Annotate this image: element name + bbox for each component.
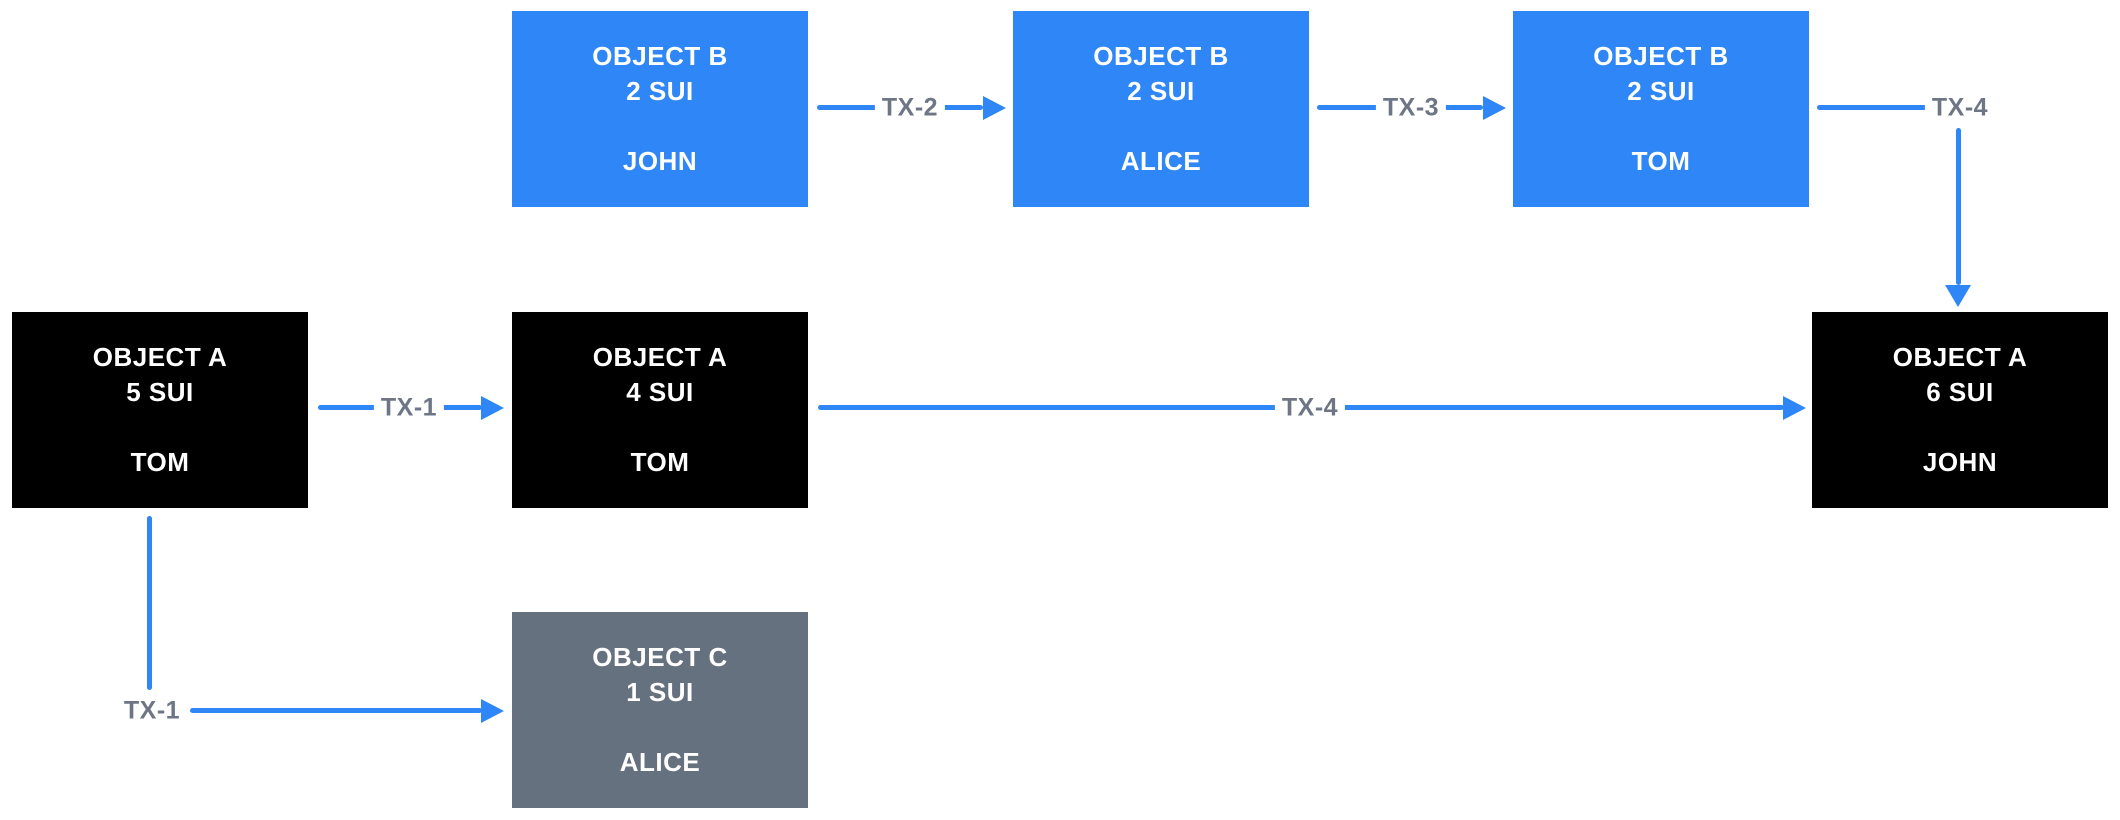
object-amount: 2 SUI	[626, 76, 694, 106]
tx4-label: TX-4	[1274, 392, 1346, 424]
tx4-merge-arrow-vline	[1956, 128, 1961, 285]
object-owner: TOM	[630, 447, 690, 477]
tx4-merge-label: TX-4	[1924, 92, 1996, 124]
tx1-split-arrow-vline	[147, 516, 152, 690]
tx4-merge-arrow-line	[1817, 105, 1937, 110]
object-box-a-4-tom: OBJECT A 4 SUI TOM	[512, 312, 808, 508]
tx1-split-label: TX-1	[116, 695, 188, 727]
object-title: OBJECT B	[1093, 41, 1229, 71]
object-owner: ALICE	[1120, 146, 1202, 176]
object-amount: 6 SUI	[1926, 377, 1994, 407]
object-title: OBJECT A	[92, 342, 228, 372]
object-title: OBJECT C	[592, 642, 728, 672]
object-title: OBJECT B	[592, 41, 728, 71]
object-box-a-6-john: OBJECT A 6 SUI JOHN	[1812, 312, 2108, 508]
object-title: OBJECT A	[1892, 342, 2028, 372]
object-amount: 1 SUI	[626, 677, 694, 707]
tx1-split-arrow-line	[190, 708, 482, 713]
object-title: OBJECT B	[1593, 41, 1729, 71]
tx4-arrowhead-icon	[1783, 396, 1806, 420]
object-box-b-tom: OBJECT B 2 SUI TOM	[1513, 11, 1809, 207]
tx3-arrowhead-icon	[1483, 96, 1506, 120]
tx2-arrowhead-icon	[983, 96, 1006, 120]
tx3-label: TX-3	[1375, 92, 1447, 124]
object-box-c-alice: OBJECT C 1 SUI ALICE	[512, 612, 808, 808]
object-amount: 2 SUI	[1627, 76, 1695, 106]
tx1-arrowhead-icon	[481, 396, 504, 420]
object-owner: JOHN	[1922, 447, 1998, 477]
object-owner: TOM	[130, 447, 190, 477]
object-box-a-5-tom: OBJECT A 5 SUI TOM	[12, 312, 308, 508]
object-amount: 4 SUI	[626, 377, 694, 407]
tx2-label: TX-2	[874, 92, 946, 124]
object-box-b-alice: OBJECT B 2 SUI ALICE	[1013, 11, 1309, 207]
object-amount: 5 SUI	[126, 377, 194, 407]
object-owner: ALICE	[619, 747, 701, 777]
object-owner: TOM	[1631, 146, 1691, 176]
tx1-split-arrowhead-icon	[481, 699, 504, 723]
tx4-merge-arrowhead-icon	[1945, 285, 1971, 307]
object-box-b-john: OBJECT B 2 SUI JOHN	[512, 11, 808, 207]
object-title: OBJECT A	[592, 342, 728, 372]
object-amount: 2 SUI	[1127, 76, 1195, 106]
tx1-label: TX-1	[373, 392, 445, 424]
object-owner: JOHN	[622, 146, 698, 176]
